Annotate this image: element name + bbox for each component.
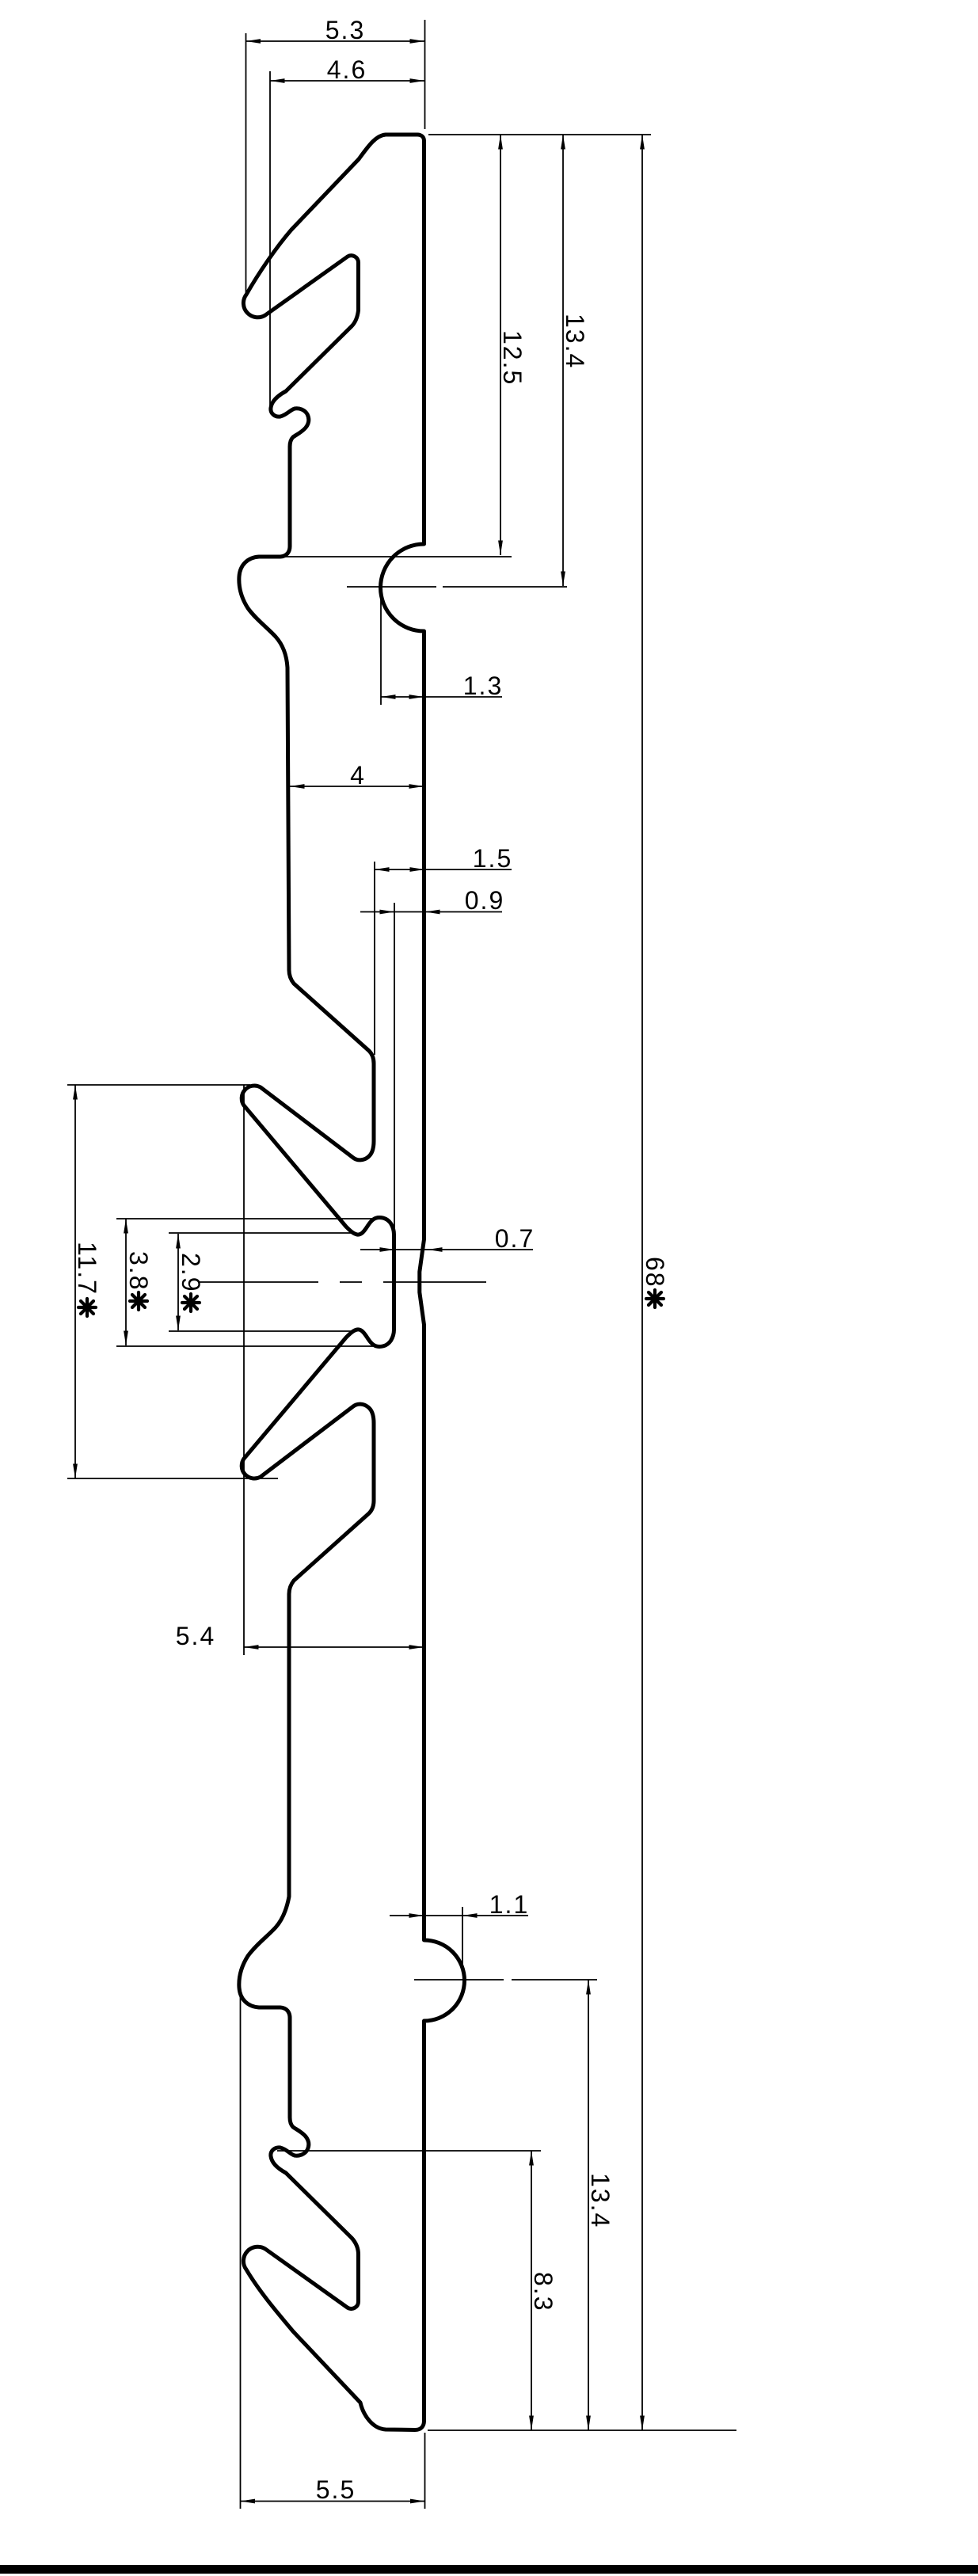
svg-text:4: 4 (350, 761, 366, 790)
svg-text:68: 68 (641, 1257, 669, 1288)
svg-text:0.9: 0.9 (465, 886, 504, 915)
svg-text:5.3: 5.3 (325, 16, 365, 44)
svg-text:2.9: 2.9 (177, 1253, 205, 1292)
svg-text:12.5: 12.5 (498, 330, 527, 386)
svg-text:4.6: 4.6 (327, 55, 367, 84)
svg-text:1.3: 1.3 (463, 672, 503, 700)
svg-text:13.4: 13.4 (561, 314, 589, 369)
svg-text:5.4: 5.4 (176, 1622, 215, 1650)
svg-text:1.5: 1.5 (473, 844, 512, 873)
svg-text:3.8: 3.8 (124, 1251, 153, 1291)
svg-text:8.3: 8.3 (529, 2272, 557, 2312)
svg-text:0.7: 0.7 (495, 1224, 535, 1253)
svg-text:11.7: 11.7 (73, 1242, 101, 1296)
svg-text:5.5: 5.5 (316, 2475, 356, 2504)
svg-text:1.1: 1.1 (489, 1890, 529, 1919)
svg-text:13.4: 13.4 (586, 2173, 615, 2228)
